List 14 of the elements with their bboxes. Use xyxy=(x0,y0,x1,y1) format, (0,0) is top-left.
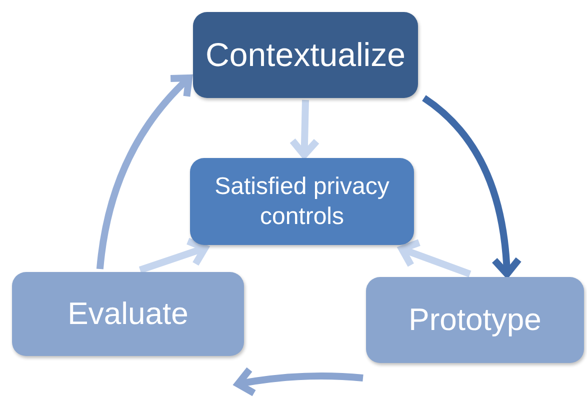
arrow xyxy=(138,238,208,274)
process-box xyxy=(190,158,414,245)
arrow xyxy=(234,366,364,397)
arrow xyxy=(398,239,472,278)
process-box xyxy=(193,12,418,98)
box-label: Contextualize xyxy=(206,35,406,76)
process-box xyxy=(12,272,244,356)
box-label: Evaluate xyxy=(68,294,188,333)
arrow xyxy=(289,100,320,158)
box-label: Satisfied privacy controls xyxy=(214,172,390,232)
box-label: Prototype xyxy=(408,300,542,339)
process-box xyxy=(366,277,584,363)
arrow xyxy=(422,95,522,278)
arrow xyxy=(96,74,192,270)
